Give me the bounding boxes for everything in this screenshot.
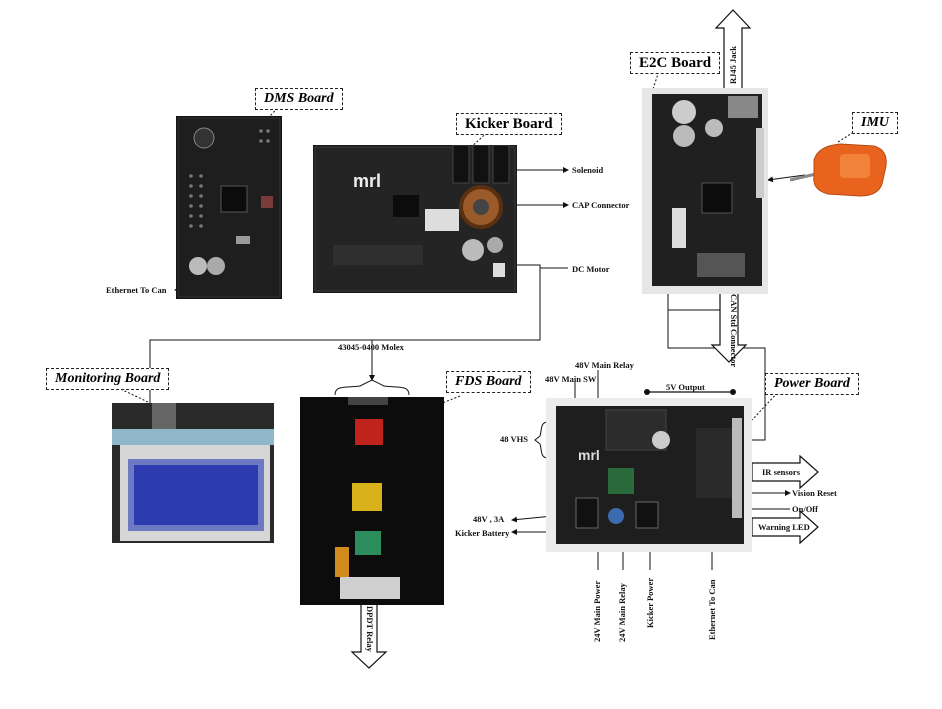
dms-board-callout: DMS Board [255, 88, 343, 110]
molex-bus [149, 300, 541, 348]
solenoid-label: Solenoid [572, 165, 604, 175]
on-off-label: On/Off [792, 504, 818, 514]
monitoring-board-callout: Monitoring Board [46, 368, 170, 390]
fds-board-callout: FDS Board [446, 371, 531, 393]
main-sw-48v-label: 48V Main SW [545, 374, 597, 384]
main-power-24v-label: 24V Main Power [592, 580, 602, 642]
main-relay-24v-label: 24V Main Relay [617, 583, 627, 642]
cap-connector-label: CAP Connector [572, 200, 630, 210]
kicker-battery-label: Kicker Battery [455, 528, 510, 538]
dc-motor-label: DC Motor [572, 264, 610, 274]
dpdt-relay-label: DPDT Relay [365, 606, 375, 652]
dpdt-arrow [350, 603, 388, 669]
imu-photo [790, 143, 887, 197]
power-board-photo: mrl [546, 398, 752, 552]
rj45-arrow [714, 9, 752, 91]
molex-label: 43045-0400 Molex [338, 342, 404, 352]
warning-led-label: Warning LED [758, 522, 810, 532]
can-arrow [710, 291, 748, 363]
main-relay-48v-label: 48V Main Relay [575, 360, 634, 370]
kicker-board-callout: Kicker Board [456, 113, 562, 135]
imu-callout: IMU [852, 112, 899, 134]
vision-reset-label: Vision Reset [792, 488, 837, 498]
ir-sensors-label: IR sensors [762, 467, 801, 477]
e2c-board-photo [642, 88, 768, 294]
dc-motor-wire [505, 264, 568, 269]
ethernet-to-can-power-label: Ethernet To Can [707, 579, 717, 640]
vhs-48-label: 48 VHS [500, 434, 528, 444]
output-5v-label: 5V Output [666, 382, 705, 392]
power-48v-3a-label: 48V , 3A [473, 514, 505, 524]
ethernet-to-can-label: Ethernet To Can [106, 285, 167, 295]
power-board-callout: Power Board [765, 373, 859, 395]
dms-board-photo [176, 116, 282, 299]
fds-brace [334, 379, 410, 396]
kicker-logo: mrl [353, 171, 381, 191]
vhs-brace [534, 421, 549, 459]
ir-arrow [751, 454, 819, 490]
power-logo: mrl [578, 447, 600, 463]
warning-arrow [751, 509, 819, 545]
kicker-power-label: Kicker Power [645, 577, 655, 628]
imu-wire [767, 174, 806, 183]
rj45-jack-label: RJ45 Jack [728, 45, 738, 84]
fds-board-photo [300, 397, 444, 605]
monitoring-board-photo [112, 403, 274, 543]
e2c-board-callout: E2C Board [630, 52, 721, 74]
kicker-board-photo: mrl [313, 145, 517, 293]
can-std-connector-label: CAN Std Connector [729, 294, 739, 368]
e2c-power-wire [667, 310, 766, 441]
